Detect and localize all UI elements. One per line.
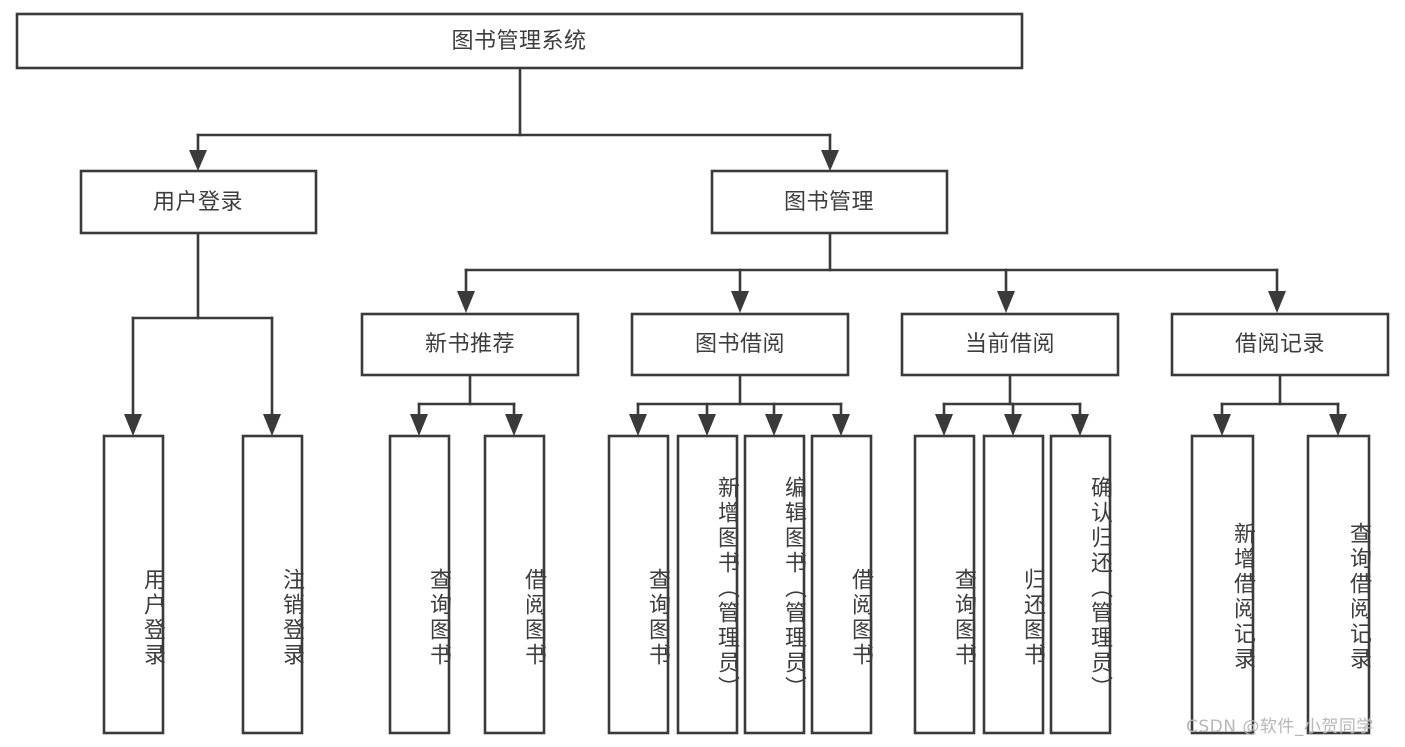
leaf-logout-login-box[interactable]	[241, 434, 304, 735]
node-root[interactable]: 图书管理系统	[15, 12, 1024, 70]
node-user-login-box[interactable]	[79, 169, 318, 235]
node-new-book-recommend[interactable]: 新书推荐	[360, 312, 580, 377]
leaf-query-book-3-box[interactable]	[913, 434, 976, 735]
arrow-to-leaf-query-book-3	[935, 414, 953, 436]
node-book-manage-box[interactable]	[710, 169, 949, 235]
arrow-to-leaf-return-book	[1004, 414, 1022, 436]
arrow-to-leaf-confirm-return	[1071, 414, 1089, 436]
node-book-borrow-label: 图书借阅	[695, 332, 785, 357]
arrow-to-leaf-query-book-2	[629, 414, 647, 436]
arrow-to-leaf-edit-book	[765, 414, 783, 436]
leaf-edit-book-box[interactable]	[743, 434, 806, 735]
arrow-to-leaf-add-book	[698, 414, 716, 436]
leaf-borrow-book-1-box[interactable]	[483, 434, 546, 735]
node-book-manage-label: 图书管理	[784, 190, 874, 215]
node-current-borrow[interactable]: 当前借阅	[900, 312, 1120, 377]
arrow-to-book-borrow	[731, 291, 749, 313]
node-user-login-label: 用户登录	[153, 190, 243, 215]
leaf-query-record-box[interactable]	[1306, 434, 1371, 735]
arrow-to-leaf-user-login	[124, 414, 142, 436]
node-current-borrow-label: 当前借阅	[965, 332, 1055, 357]
leaf-add-record-box[interactable]	[1190, 434, 1255, 735]
node-new-book-recommend-box[interactable]	[360, 312, 580, 377]
arrow-to-leaf-query-record	[1329, 414, 1347, 436]
leaf-borrow-book-2-box[interactable]	[810, 434, 873, 735]
arrow-to-leaf-borrow-book-1	[505, 414, 523, 436]
node-root-label: 图书管理系统	[451, 29, 586, 54]
leaf-confirm-return-box[interactable]	[1049, 434, 1112, 735]
arrow-to-borrow-record	[1268, 291, 1286, 313]
connector-layer	[124, 66, 1347, 436]
arrow-to-leaf-borrow-book-2	[832, 414, 850, 436]
node-current-borrow-box[interactable]	[900, 312, 1120, 377]
leaf-query-book-1-box[interactable]	[388, 434, 451, 735]
node-borrow-record-box[interactable]	[1170, 312, 1390, 377]
leaf-user-login-box[interactable]	[102, 434, 165, 735]
leaf-query-book-2-box[interactable]	[607, 434, 670, 735]
node-borrow-record[interactable]: 借阅记录	[1170, 312, 1390, 377]
arrow-to-user-login	[189, 150, 207, 171]
node-user-login[interactable]: 用户登录	[79, 169, 318, 235]
arrow-to-leaf-query-book-1	[410, 414, 428, 436]
leaf-add-book-box[interactable]	[676, 434, 739, 735]
csdn-watermark: CSDN @软件_小贺同学	[1186, 717, 1374, 737]
node-book-borrow-box[interactable]	[630, 312, 850, 377]
node-borrow-record-label: 借阅记录	[1235, 332, 1325, 357]
arrow-to-book-manage	[821, 150, 839, 171]
arrow-to-current-borrow	[997, 291, 1015, 313]
node-book-manage[interactable]: 图书管理	[710, 169, 949, 235]
arrow-to-new-book-recommend	[457, 291, 475, 313]
leaf-box-layer	[102, 434, 1371, 735]
node-new-book-recommend-label: 新书推荐	[425, 332, 515, 357]
arrow-to-leaf-logout-login	[263, 414, 281, 436]
arrow-to-leaf-add-record	[1213, 414, 1231, 436]
node-book-borrow[interactable]: 图书借阅	[630, 312, 850, 377]
node-root-box[interactable]	[15, 12, 1024, 70]
leaf-return-book-box[interactable]	[982, 434, 1045, 735]
